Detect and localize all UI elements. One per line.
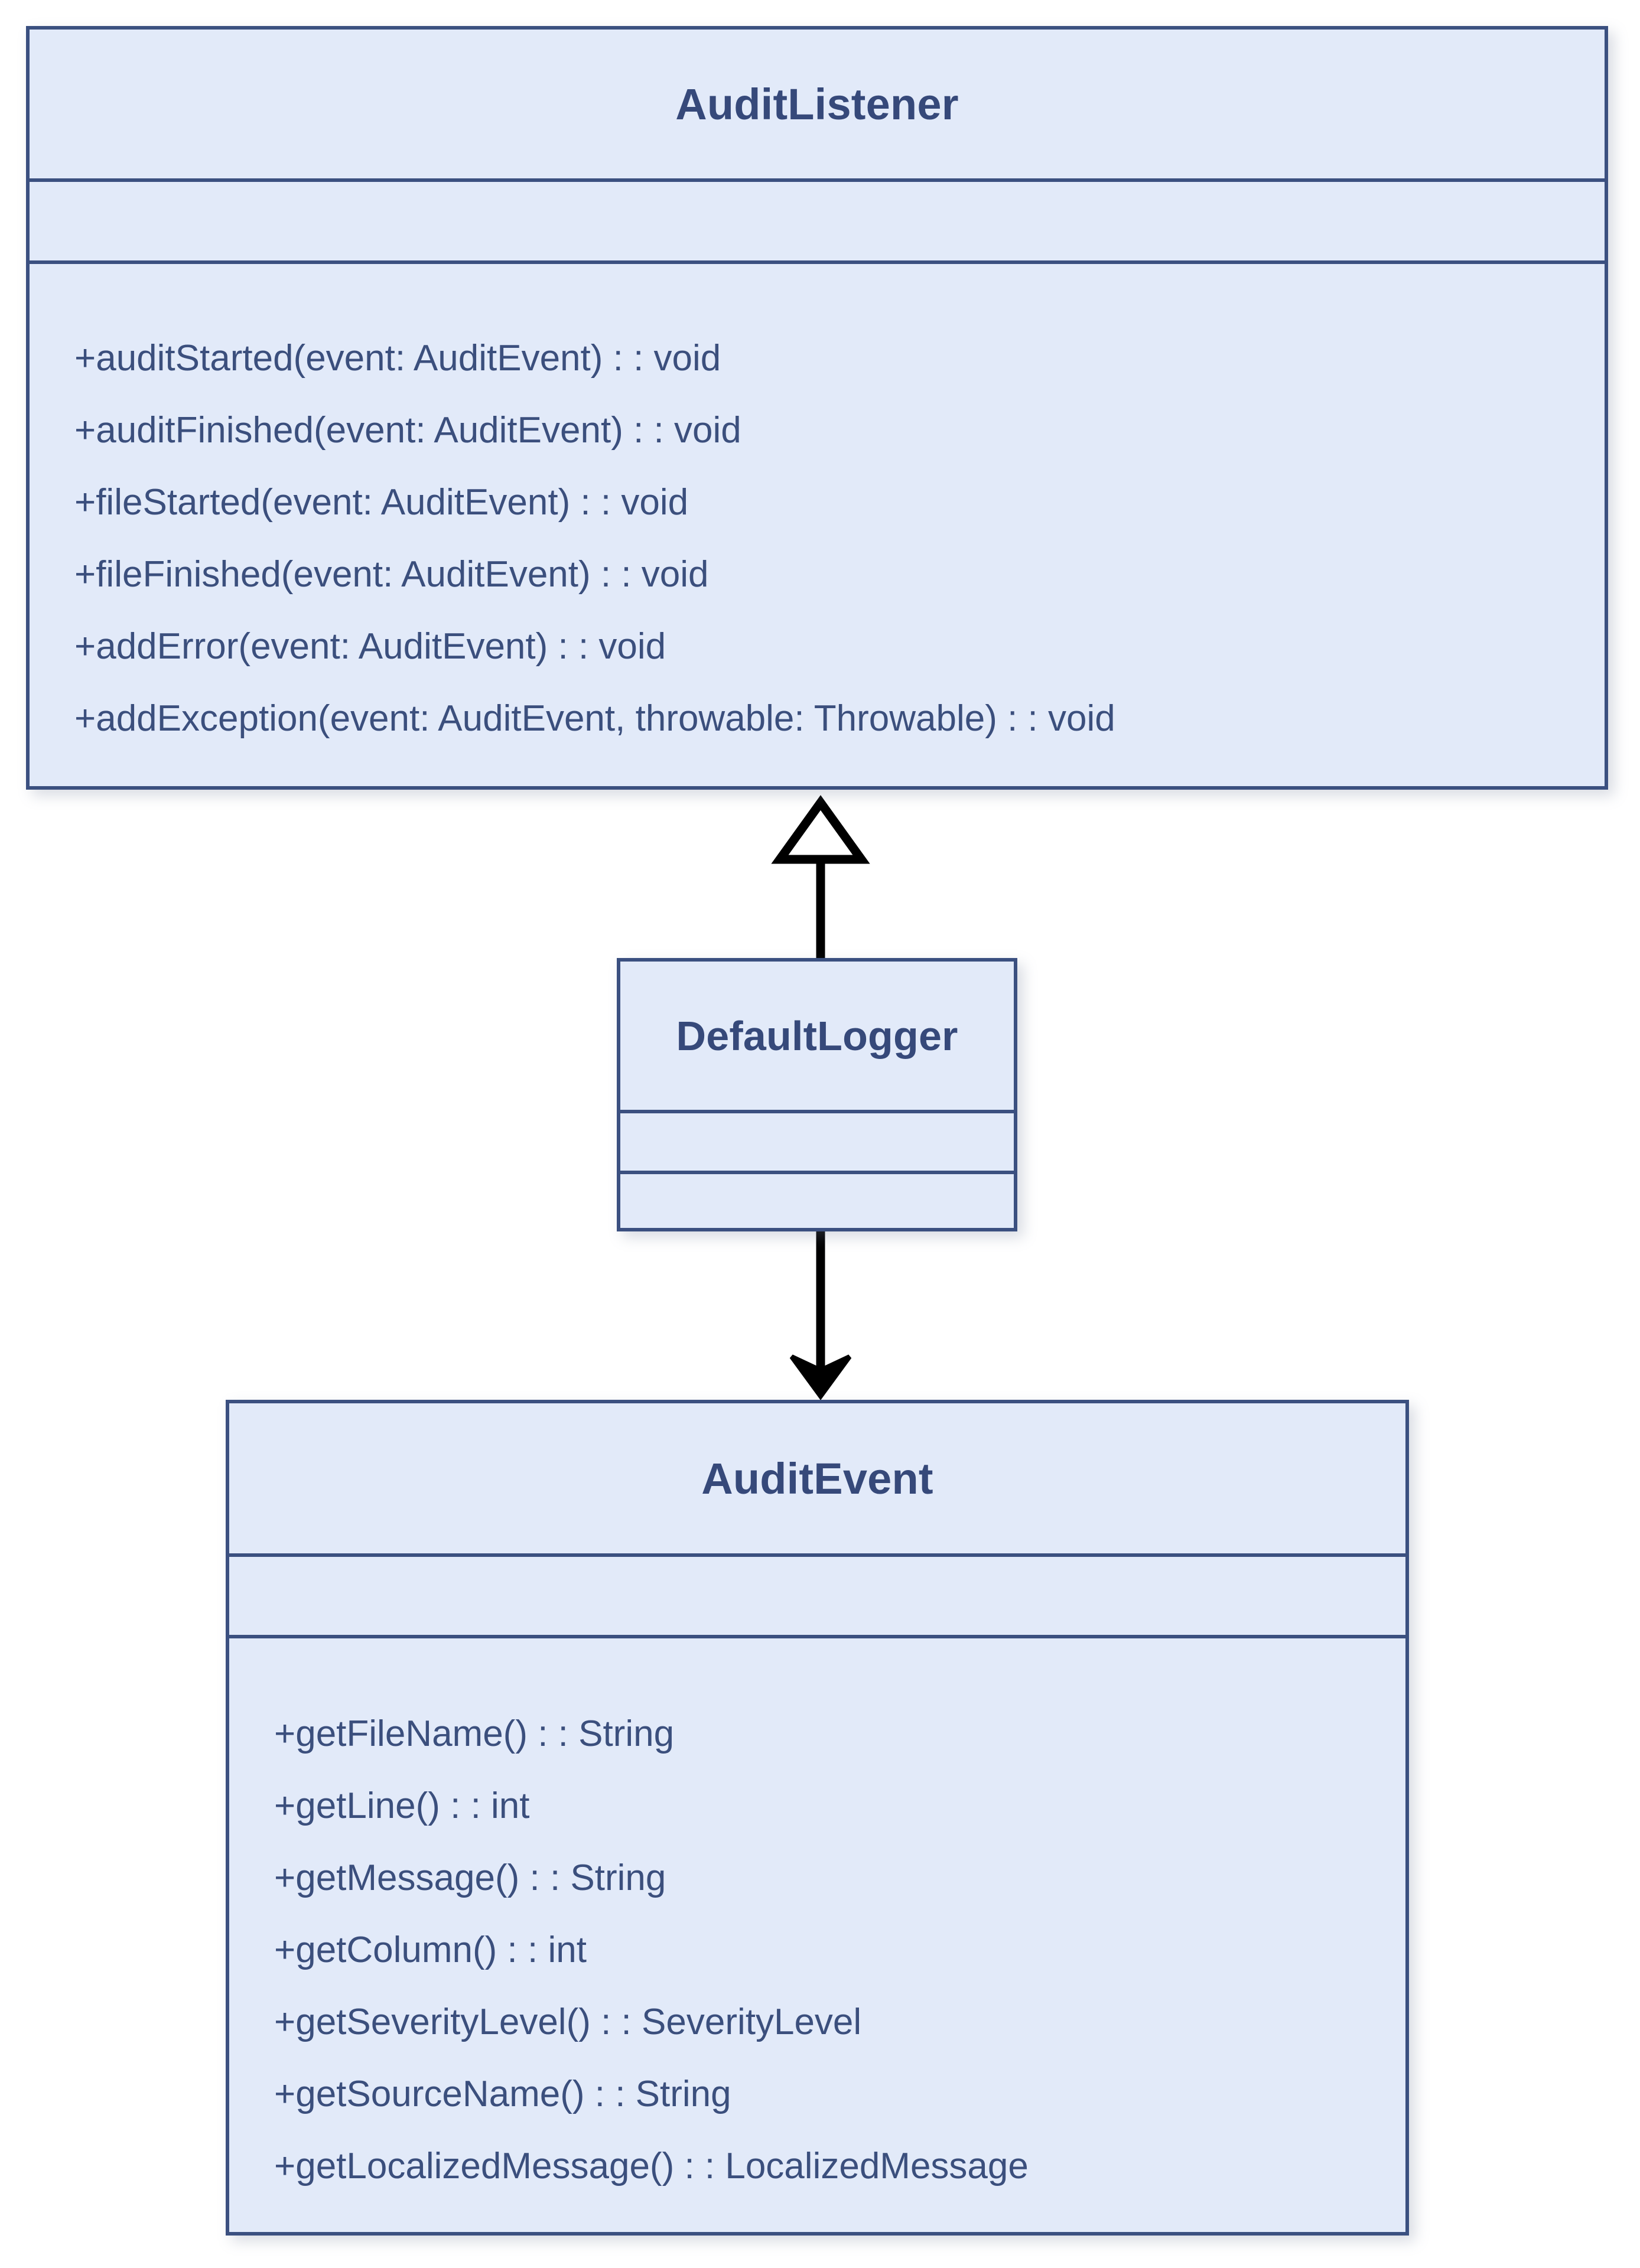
method-row: +fileFinished(event: AuditEvent) : : voi… <box>74 554 709 595</box>
hollow-triangle-arrowhead-icon <box>771 795 870 864</box>
uml-class-auditevent[interactable]: AuditEvent +getFileName() : : String +ge… <box>226 1400 1409 2236</box>
attributes-compartment-auditlistener <box>30 182 1605 264</box>
method-row: +getLocalizedMessage() : : LocalizedMess… <box>274 2145 1029 2186</box>
uml-class-defaultlogger[interactable]: DefaultLogger <box>617 958 1017 1231</box>
attributes-compartment-defaultlogger <box>620 1113 1014 1174</box>
method-row: +addException(event: AuditEvent, throwab… <box>74 698 1115 739</box>
methods-compartment-auditevent: +getFileName() : : String +getLine() : :… <box>229 1638 1405 2236</box>
association-arrow-defaultlogger-to-auditevent <box>789 1231 852 1400</box>
method-row: +addError(event: AuditEvent) : : void <box>74 626 666 667</box>
methods-compartment-defaultlogger <box>620 1174 1014 1231</box>
filled-arrowhead-icon <box>789 1354 852 1400</box>
method-row: +fileStarted(event: AuditEvent) : : void <box>74 482 689 523</box>
method-row: +getFileName() : : String <box>274 1713 675 1754</box>
class-name-defaultlogger: DefaultLogger <box>620 962 1014 1113</box>
method-row: +auditStarted(event: AuditEvent) : : voi… <box>74 338 721 379</box>
method-row: +getSourceName() : : String <box>274 2073 731 2114</box>
uml-class-auditlistener[interactable]: AuditListener +auditStarted(event: Audit… <box>26 26 1608 790</box>
class-name-auditlistener: AuditListener <box>30 30 1605 182</box>
generalization-arrow-defaultlogger-to-auditlistener <box>771 795 870 958</box>
method-row: +getSeverityLevel() : : SeverityLevel <box>274 2001 862 2042</box>
method-row: +getMessage() : : String <box>274 1857 666 1898</box>
method-row: +auditFinished(event: AuditEvent) : : vo… <box>74 410 741 451</box>
method-row: +getColumn() : : int <box>274 1929 587 1970</box>
methods-compartment-auditlistener: +auditStarted(event: AuditEvent) : : voi… <box>30 264 1605 790</box>
class-name-auditevent: AuditEvent <box>229 1403 1405 1557</box>
attributes-compartment-auditevent <box>229 1557 1405 1638</box>
method-row: +getLine() : : int <box>274 1785 530 1826</box>
